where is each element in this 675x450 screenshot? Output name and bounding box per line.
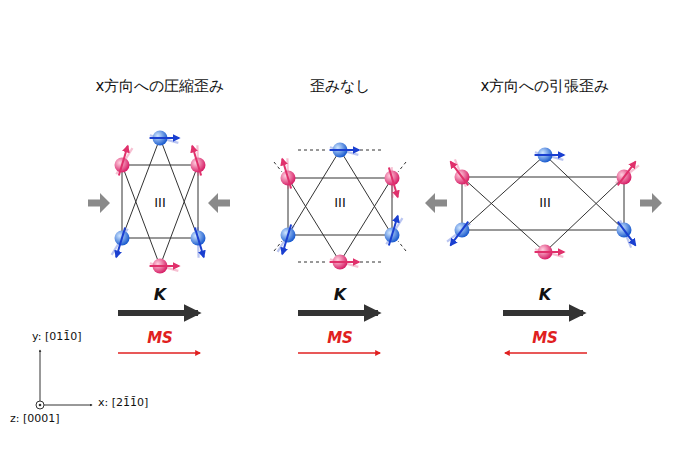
spin-arrow: [618, 222, 636, 246]
roman-numeral-label: III: [153, 196, 167, 211]
spin-arrow: [150, 265, 179, 267]
k-vector-arrow: [298, 310, 378, 316]
panel-title: x方向への圧縮歪み: [96, 78, 225, 95]
spin-arrow: [116, 228, 125, 257]
spin-arrow: [451, 162, 469, 186]
magnetization-arrow: [118, 352, 200, 354]
strain-arrow: [88, 193, 110, 213]
spin-arrow: [535, 154, 564, 156]
spin-arrow: [535, 251, 564, 253]
spin-arrow: [192, 146, 201, 175]
k-vector-label: K: [334, 286, 346, 304]
magnetization-arrow: [298, 352, 380, 354]
panel-title: 歪みなし: [310, 78, 370, 95]
spin-arrow: [282, 159, 291, 188]
axis-label: z: [0001]: [10, 413, 60, 426]
crystal-axes: [36, 350, 92, 409]
k-vector-arrow: [118, 310, 198, 316]
kagome-panel: [88, 131, 230, 354]
spin-arrow: [195, 228, 204, 257]
magnetization-arrow: [505, 352, 587, 354]
spin-arrow: [282, 225, 291, 254]
axis-label: y: [011̄0]: [32, 331, 82, 344]
k-vector-label: K: [154, 286, 166, 304]
k-vector-arrow: [503, 310, 583, 316]
strain-arrow: [425, 193, 447, 213]
roman-numeral-label: III: [333, 196, 347, 211]
kagome-panel: [425, 148, 662, 354]
strain-arrow: [640, 193, 662, 213]
spin-arrow: [451, 222, 469, 246]
strain-arrow: [208, 193, 230, 213]
spin-arrow: [389, 168, 398, 197]
magnetization-label: MS: [147, 330, 173, 347]
kagome-panel: [274, 143, 406, 354]
spin-arrow: [618, 162, 636, 186]
spin-arrow: [119, 146, 128, 175]
k-vector-label: K: [539, 286, 551, 304]
roman-numeral-label: III: [538, 196, 552, 211]
axis-label: x: [21̄1̄0]: [98, 397, 148, 410]
spin-arrow: [330, 261, 359, 263]
magnetization-label: MS: [532, 330, 558, 347]
panel-title: x方向への引張歪み: [481, 78, 610, 95]
spin-arrow: [330, 149, 359, 151]
spin-arrow: [389, 216, 398, 245]
spin-arrow: [150, 137, 179, 139]
magnetization-label: MS: [327, 330, 353, 347]
